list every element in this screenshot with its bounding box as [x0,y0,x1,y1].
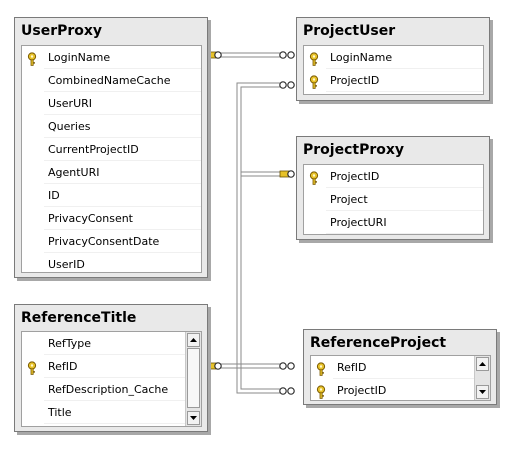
column-row[interactable]: RefID [311,356,490,379]
column-name: LoginName [330,51,393,64]
column-row[interactable]: Title [22,401,201,424]
primary-key-icon [308,74,320,89]
column-row[interactable]: RefID [22,355,201,378]
column-row[interactable]: ProjectURI [304,211,483,234]
table-title[interactable]: ReferenceTitle [21,310,137,326]
column-row[interactable]: ID [22,184,201,207]
column-row[interactable]: Project [304,188,483,211]
column-name: RefID [337,361,367,374]
column-row[interactable]: PrivacyConsent [22,207,201,230]
arrow-down-icon [190,416,197,420]
primary-key-icon [308,170,320,185]
scroll-thumb[interactable] [187,348,200,408]
primary-key-icon [26,51,38,66]
table-column-list: RefID ProjectID [310,355,491,401]
key-end-icon [206,51,222,59]
column-name: RefID [48,360,78,373]
column-name: ID [48,189,60,202]
relationship-projectproxy-projectuser[interactable] [236,82,282,394]
column-row[interactable]: RefType [22,332,201,355]
vertical-scrollbar[interactable] [474,356,490,400]
primary-key-icon [315,361,327,376]
key-end-icon [279,170,295,178]
table-title[interactable]: ReferenceProject [310,335,447,351]
column-name: PrivacyConsent [48,212,133,225]
column-row[interactable]: CombinedNameCache [22,69,201,92]
infinity-icon [279,81,295,89]
arrow-up-icon [479,362,486,366]
column-row[interactable]: CurrentProjectID [22,138,201,161]
column-row[interactable]: UserURI [22,92,201,115]
primary-key-icon [315,384,327,399]
scroll-down-button[interactable] [476,385,489,399]
column-row[interactable]: ProjectID [311,379,490,400]
column-row[interactable]: AgentURI [22,161,201,184]
scroll-up-button[interactable] [476,357,489,371]
column-row[interactable]: UserID [22,253,201,272]
relationship-projectproxy-branch[interactable] [241,171,282,177]
table-title[interactable]: UserProxy [21,23,103,39]
column-name: CurrentProjectID [48,143,139,156]
column-name: CombinedNameCache [48,74,171,87]
infinity-icon [279,51,295,59]
column-name: ProjectID [330,74,380,87]
primary-key-icon [26,360,38,375]
column-row[interactable]: LoginName [22,46,201,69]
arrow-down-icon [479,390,486,394]
column-name: RefType [48,337,92,350]
column-row[interactable]: ProjectID [304,165,483,188]
infinity-icon [279,362,295,370]
column-row[interactable]: RefDescription_Cache [22,378,201,401]
scroll-down-button[interactable] [187,411,200,425]
column-name: Queries [48,120,91,133]
column-row[interactable]: PrivacyConsentDate [22,230,201,253]
column-name: AgentURI [48,166,100,179]
column-name: ProjectID [337,384,387,397]
key-end-icon [206,362,222,370]
table-title[interactable]: ProjectProxy [303,142,405,158]
primary-key-icon [308,51,320,66]
column-name: PrivacyConsentDate [48,235,160,248]
column-name: UserID [48,258,85,271]
column-row[interactable]: Queries [22,115,201,138]
column-name: Project [330,193,368,206]
scroll-up-button[interactable] [187,333,200,347]
column-name: Title [48,406,72,419]
table-referenceproject[interactable]: ReferenceProject RefID ProjectID [303,329,497,405]
column-name: ProjectURI [330,216,387,229]
column-name: UserURI [48,97,93,110]
column-name: RefDescription_Cache [48,383,169,396]
column-row[interactable]: ProjectID [304,69,483,92]
arrow-up-icon [190,338,197,342]
infinity-icon [279,387,295,395]
column-row[interactable]: LoginName [304,46,483,69]
column-name: LoginName [48,51,111,64]
column-name: ProjectID [330,170,380,183]
table-title[interactable]: ProjectUser [303,23,396,39]
vertical-scrollbar[interactable] [185,332,201,426]
